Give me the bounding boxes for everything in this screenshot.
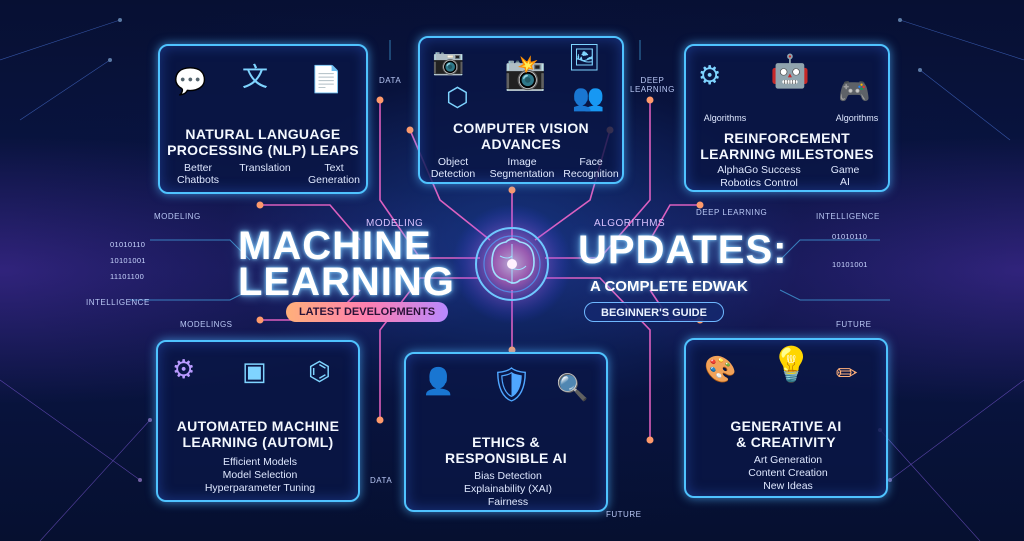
- nlp-item-2: Translation: [239, 162, 291, 174]
- panel-ethics: 👤 🛡 🔍 ETHICS & RESPONSIBLE AI Bias Detec…: [404, 352, 608, 512]
- gen-title-2: & CREATIVITY: [736, 434, 836, 450]
- tag-intelligence-right: INTELLIGENCE: [816, 212, 880, 221]
- people-icon: 👥: [572, 82, 605, 112]
- headline-subtitle: A COMPLETE EDWAK: [590, 278, 748, 295]
- cv-title-2: ADVANCES: [481, 136, 561, 152]
- tag-future-right: FUTURE: [836, 320, 872, 329]
- gear-screen-icon: ⚙: [698, 60, 722, 90]
- rl-title-2: LEARNING MILESTONES: [700, 146, 874, 162]
- lightbulb-icon: 💡: [770, 346, 813, 384]
- rl-item-3: Game AI: [830, 164, 860, 188]
- cv-title-1: COMPUTER VISION: [453, 120, 589, 136]
- pencil-icon: ✏: [836, 358, 858, 388]
- tag-modelings-left: MODELINGS: [180, 320, 233, 329]
- tag-deep-learning-top: DEEP LEARNING: [630, 76, 675, 94]
- camera-icon: 📸: [504, 54, 547, 92]
- tag-algorithms-mid: ALGORITHMS: [594, 218, 666, 229]
- robot-icon: 🤖: [770, 53, 810, 89]
- cube-icon: ⬡: [446, 82, 469, 112]
- tag-modeling-mid: MODELING: [366, 218, 424, 229]
- rl-item-2: Robotics Control: [720, 177, 798, 189]
- tag-deep-learning-right: DEEP LEARNING: [696, 208, 768, 217]
- panel-generative: 🎨 💡 ✏ GENERATIVE AI & CREATIVITY Art Gen…: [684, 338, 888, 498]
- automl-title-2: LEARNING (AutoML): [182, 434, 334, 450]
- panel-nlp: 💬 文 📄 NATURAL LANGUAGE PROCESSING (NLP) …: [158, 44, 368, 194]
- nlp-title-2: PROCESSING (NLP) LEAPS: [167, 142, 359, 158]
- chat-bubbles-icon: 💬: [174, 66, 207, 96]
- gen-item-3: New Ideas: [763, 480, 813, 492]
- cv-item-3: Face Recognition: [563, 156, 619, 180]
- ethics-item-3: Fairness: [487, 496, 529, 508]
- magnifier-user-icon: 🔍: [556, 372, 589, 402]
- circuit-icon: ⌬: [308, 356, 331, 386]
- nlp-title-1: NATURAL LANGUAGE: [185, 126, 341, 142]
- rl-title-1: REINFORCEMENT: [723, 130, 850, 146]
- binary-left-2: 10101001: [110, 256, 146, 265]
- palette-brush-icon: 🎨: [704, 354, 737, 384]
- panel-cv: 📷 🖼 📸 ⬡ 👥 COMPUTER VISION ADVANCES Objec…: [418, 36, 624, 184]
- network-background: [0, 18, 1024, 541]
- document-search-icon: 📄: [310, 64, 343, 94]
- badge-latest-developments: LATEST DEVELOPMENTS: [286, 302, 448, 322]
- ethics-item-1: Bias Detection: [474, 470, 542, 482]
- cv-item-1: Object Detection: [430, 156, 476, 180]
- rl-item-1: AlphaGo Success: [717, 164, 801, 176]
- user-search-icon: 👤: [422, 366, 455, 396]
- automl-item-3: Hyperparameter Tuning: [204, 482, 316, 494]
- panel-rl: ⚙ 🤖 🎮 Algorithms Algorithms REINFORCEMEN…: [684, 44, 890, 192]
- tag-data-top: DATA: [379, 76, 402, 85]
- gen-item-2: Content Creation: [748, 467, 828, 479]
- brain-core: [452, 204, 572, 324]
- binary-right-1: 01010110: [832, 232, 868, 241]
- ethics-title-1: ETHICS &: [472, 434, 540, 450]
- image-icon: 🖼: [568, 42, 602, 72]
- tag-data-bottom: DATA: [370, 476, 393, 485]
- chip-icon: ▣: [242, 356, 267, 386]
- camera-icon: 📷: [432, 46, 465, 76]
- gamepad-icon: 🎮: [838, 76, 871, 106]
- binary-left-3: 11101100: [110, 272, 145, 281]
- tag-modeling-left: MODELING: [154, 212, 201, 221]
- automl-item-2: Model Selection: [222, 469, 298, 481]
- gears-icon: ⚙: [172, 354, 196, 384]
- headline-learning: LEARNING: [238, 260, 455, 304]
- badge-beginners-guide: BEGINNER'S GUIDE: [584, 302, 724, 322]
- automl-item-1: Efficient Models: [223, 456, 297, 468]
- translate-icon: 文: [242, 62, 269, 92]
- cv-item-2: Image Segmentation: [489, 156, 555, 180]
- binary-left-1: 01010110: [110, 240, 146, 249]
- binary-right-2: 10101001: [832, 260, 868, 269]
- gen-item-1: Art Generation: [753, 454, 823, 466]
- nlp-item-3: Text Generation: [308, 162, 360, 186]
- tag-intelligence-left: INTELLIGENCE: [86, 298, 150, 307]
- headline-machine: MACHINE: [238, 224, 432, 268]
- panel-automl: ⚙ ▣ ⌬ AUTOMATED MACHINE LEARNING (AutoML…: [156, 340, 360, 502]
- ethics-title-2: RESPONSIBLE AI: [445, 450, 567, 466]
- gen-title-1: GENERATIVE AI: [730, 418, 842, 434]
- nlp-item-1: Better Chatbots: [176, 162, 220, 186]
- automl-title-1: AUTOMATED MACHINE: [176, 418, 340, 434]
- tag-future-bottom: FUTURE: [606, 510, 642, 519]
- rl-label-1: Algorithms: [703, 113, 747, 123]
- ethics-item-2: Explainability (XAI): [463, 483, 553, 495]
- shield-check-icon: 🛡: [490, 366, 534, 404]
- headline-updates: UPDATES:: [578, 228, 788, 272]
- rl-label-2: Algorithms: [835, 113, 879, 123]
